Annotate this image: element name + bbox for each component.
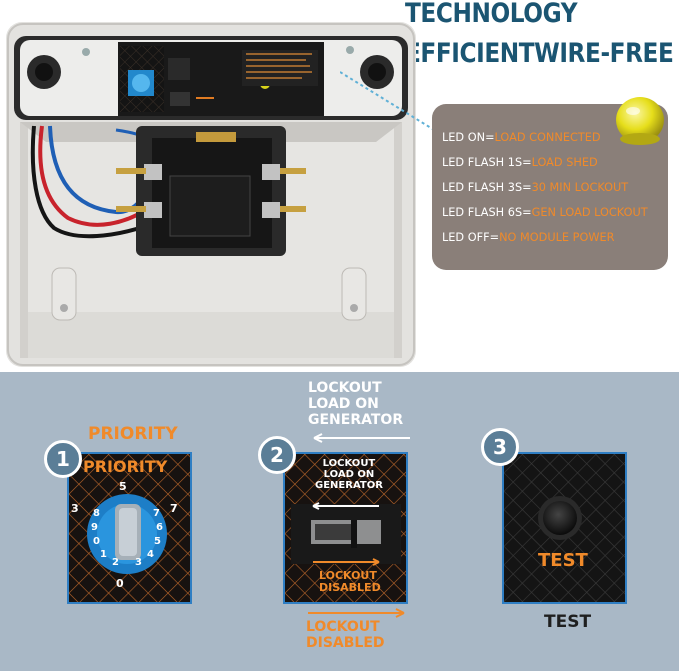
dial-digit-7: 7 xyxy=(153,508,160,519)
leader-line xyxy=(340,71,445,137)
dial-digit-8: 8 xyxy=(93,508,100,519)
dial-digit-3: 3 xyxy=(135,557,142,568)
test-button-graphic xyxy=(504,454,625,602)
step2-caption-top: LOCKOUT LOAD ON GENERATOR xyxy=(308,380,404,428)
step3-panel-label: TEST xyxy=(538,550,588,571)
led-row-on: LED ON=LOAD CONNECTED xyxy=(442,131,601,144)
led-row-flash-3s: LED FLASH 3S=30 MIN LOCKOUT xyxy=(442,181,629,194)
led-row-flash-6s: LED FLASH 6S=GEN LOAD LOCKOUT xyxy=(442,206,648,219)
dial-digit-0: 0 xyxy=(93,536,100,547)
dial-digit-1: 1 xyxy=(100,549,107,560)
headline-line-1: TECHNOLOGY xyxy=(405,0,578,29)
step1-panel: PRIORITY 5 3 7 0 8 9 0 1 2 3 4 5 6 7 xyxy=(67,452,192,604)
step3-badge: 3 xyxy=(481,428,519,466)
dial-digit-6: 6 xyxy=(156,522,163,533)
step1-panel-title: PRIORITY xyxy=(83,457,168,476)
headline-line-2: EFFICIENTWIRE-FREE xyxy=(405,38,674,69)
step2-panel: LOCKOUT LOAD ON GENERATOR LOCKOUT DISABL… xyxy=(283,452,408,604)
lockout-switch-graphic xyxy=(285,454,406,602)
step2-badge: 2 xyxy=(258,436,296,474)
dial-digit-9: 9 xyxy=(91,522,98,533)
step2-panel-top-text: LOCKOUT LOAD ON GENERATOR xyxy=(315,458,383,491)
right-arrow-icon xyxy=(308,608,405,618)
dial-digit-2: 2 xyxy=(112,557,119,568)
step3-panel: TEST xyxy=(502,452,627,604)
panel-left-arrow-icon xyxy=(312,502,379,510)
dial-mark-0: 0 xyxy=(116,577,124,590)
dial-mark-5: 5 xyxy=(119,480,127,493)
step1-badge: 1 xyxy=(44,440,82,478)
dial-mark-7: 7 xyxy=(170,502,178,515)
steps-band: PRIORITY PRIORITY 5 3 7 0 8 9 0 1 2 3 4 … xyxy=(0,372,679,671)
led-bulb-icon xyxy=(616,97,664,145)
left-arrow-icon xyxy=(313,433,410,443)
step1-caption: PRIORITY xyxy=(88,424,178,444)
dial-mark-3: 3 xyxy=(71,502,79,515)
dial-digit-4: 4 xyxy=(147,549,154,560)
priority-dial-graphic xyxy=(69,454,190,602)
step2-caption-bottom: LOCKOUT DISABLED xyxy=(306,619,385,651)
dial-digit-5: 5 xyxy=(154,536,161,547)
panel-right-arrow-icon xyxy=(313,558,380,566)
step2-panel-bottom-text: LOCKOUT DISABLED xyxy=(319,569,381,594)
step3-caption: TEST xyxy=(544,612,592,632)
led-row-flash-1s: LED FLASH 1S=LOAD SHED xyxy=(442,156,598,169)
enclosure-photo xyxy=(6,22,416,367)
led-row-off: LED OFF=NO MODULE POWER xyxy=(442,231,615,244)
